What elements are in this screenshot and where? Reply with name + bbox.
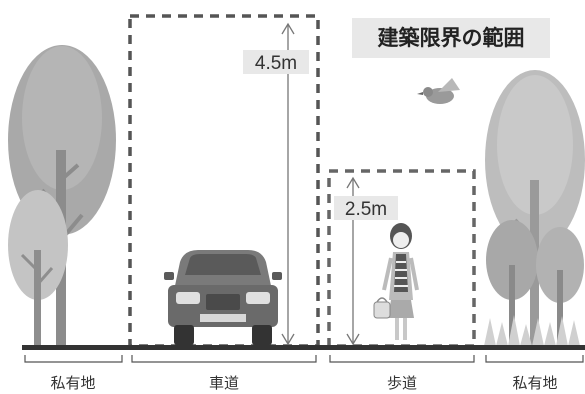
car-illustration — [164, 250, 282, 345]
pedestrian-illustration — [373, 223, 419, 340]
bracket-private-left — [24, 355, 123, 363]
zone-label-sidewalk: 歩道 — [387, 374, 417, 392]
bracket-roadway — [131, 355, 317, 363]
roadway-height-arrow — [281, 22, 295, 346]
title-box: 建築限界の範囲 — [352, 18, 550, 58]
bird-illustration — [417, 78, 460, 104]
zone-label-roadway: 車道 — [209, 374, 239, 392]
right-trees-illustration — [484, 70, 585, 346]
sidewalk-height-value: 2.5m — [345, 199, 387, 220]
sidewalk-height-label: 2.5m — [334, 196, 398, 220]
roadway-height-value: 4.5m — [255, 53, 297, 74]
zone-brackets — [24, 355, 584, 363]
diagram-title: 建築限界の範囲 — [378, 26, 525, 50]
left-trees-illustration — [8, 45, 116, 346]
zone-label-private-right: 私有地 — [512, 374, 557, 392]
roadway-height-label: 4.5m — [243, 50, 309, 74]
bracket-private-right — [485, 355, 584, 363]
zone-label-private-left: 私有地 — [50, 374, 95, 392]
ground-line — [22, 345, 585, 350]
bracket-sidewalk — [329, 355, 475, 363]
